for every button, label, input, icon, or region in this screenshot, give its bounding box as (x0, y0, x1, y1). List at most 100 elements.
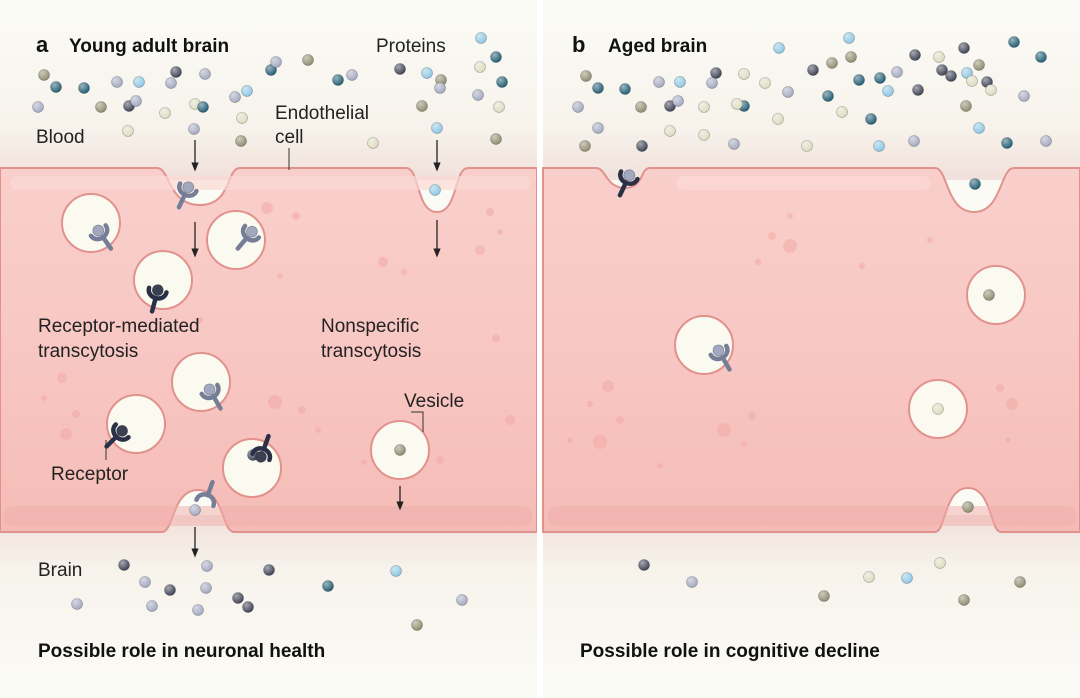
label-proteins: Proteins (376, 36, 446, 57)
protein-particle (983, 289, 995, 301)
protein-particle (146, 600, 158, 612)
protein-particle (122, 125, 134, 137)
receptor-molecule (146, 284, 169, 314)
protein-particle (936, 64, 948, 76)
protein-particle (139, 576, 151, 588)
protein-particle (882, 85, 894, 97)
panel-a-brain-region (0, 515, 537, 698)
label-nonspecific-line1: Nonspecific (321, 316, 419, 337)
panel-a-blood-region (0, 0, 537, 180)
label-endothelial: Endothelial (275, 103, 369, 124)
vesicle (61, 193, 121, 253)
protein-particle (241, 85, 253, 97)
protein-particle (759, 77, 771, 89)
protein-particle (95, 101, 107, 113)
protein-particle (686, 576, 698, 588)
protein-particle (969, 178, 981, 190)
protein-particle (932, 403, 944, 415)
protein-particle (1035, 51, 1047, 63)
receptor-molecule (235, 223, 262, 251)
vesicle (222, 438, 282, 498)
protein-particle (38, 69, 50, 81)
protein-particle (265, 64, 277, 76)
protein-particle (170, 66, 182, 78)
protein-particle (367, 137, 379, 149)
protein-particle (698, 129, 710, 141)
protein-particle (664, 100, 676, 112)
protein-particle (189, 504, 201, 516)
protein-particle (845, 51, 857, 63)
protein-particle (429, 184, 441, 196)
receptor-molecule (104, 422, 131, 449)
label-blood: Blood (36, 127, 85, 148)
protein-particle (394, 63, 406, 75)
protein-particle (302, 54, 314, 66)
protein-particle (201, 560, 213, 572)
protein-particle (638, 559, 650, 571)
protein-particle (434, 82, 446, 94)
panel-a: a Young adult brain Proteins Endothelial… (0, 0, 538, 698)
protein-particle (706, 77, 718, 89)
protein-particle (635, 101, 647, 113)
protein-particle (836, 106, 848, 118)
protein-particle (133, 76, 145, 88)
protein-particle (490, 133, 502, 145)
protein-particle (236, 112, 248, 124)
protein-particle (664, 125, 676, 137)
panel-a-cell-highlight (10, 176, 530, 190)
protein-particle (933, 51, 945, 63)
panel-b-cell-shade (548, 506, 1076, 526)
protein-particle (200, 582, 212, 594)
panel-divider (537, 0, 543, 698)
protein-particle (474, 61, 486, 73)
protein-particle (653, 76, 665, 88)
protein-particle (50, 81, 62, 93)
protein-particle (229, 91, 241, 103)
protein-particle (199, 68, 211, 80)
protein-particle (263, 564, 275, 576)
panel-b: b Aged brain Possible role in cognitive … (542, 0, 1080, 698)
panel-b-letter: b (572, 32, 585, 57)
label-nonspecific-line2: transcytosis (321, 341, 421, 362)
protein-particle (1001, 137, 1013, 149)
protein-particle (891, 66, 903, 78)
protein-particle (78, 82, 90, 94)
protein-particle (908, 135, 920, 147)
protein-particle (863, 571, 875, 583)
protein-particle (490, 51, 502, 63)
protein-particle (772, 113, 784, 125)
protein-particle (619, 83, 631, 95)
protein-particle (934, 557, 946, 569)
protein-particle (710, 67, 722, 79)
receptor-molecule (194, 479, 217, 509)
vesicle (171, 352, 231, 412)
protein-particle (865, 113, 877, 125)
protein-particle (826, 57, 838, 69)
panel-b-cell-highlight (676, 176, 930, 190)
protein-particle (165, 77, 177, 89)
protein-particle (192, 604, 204, 616)
receptors-layer (88, 169, 732, 509)
protein-particle (958, 42, 970, 54)
protein-particle (1008, 36, 1020, 48)
protein-particle (235, 135, 247, 147)
protein-particle (111, 76, 123, 88)
protein-particle (71, 598, 83, 610)
label-receptor-mediated-line2: transcytosis (38, 341, 138, 362)
protein-particle (901, 572, 913, 584)
protein-particle (1040, 135, 1052, 147)
protein-particle (232, 592, 244, 604)
protein-particle (130, 95, 142, 107)
label-vesicle: Vesicle (404, 391, 464, 412)
label-receptor-mediated-line1: Receptor-mediated (38, 316, 200, 337)
protein-particle (394, 444, 406, 456)
panel-a-caption: Possible role in neuronal health (38, 641, 325, 662)
label-receptor: Receptor (51, 464, 129, 485)
label-brain: Brain (38, 560, 82, 581)
protein-particle (672, 95, 684, 107)
panel-a-leader-lines (105, 148, 424, 460)
protein-particle (579, 140, 591, 152)
protein-particle (332, 74, 344, 86)
vesicle (133, 250, 193, 310)
